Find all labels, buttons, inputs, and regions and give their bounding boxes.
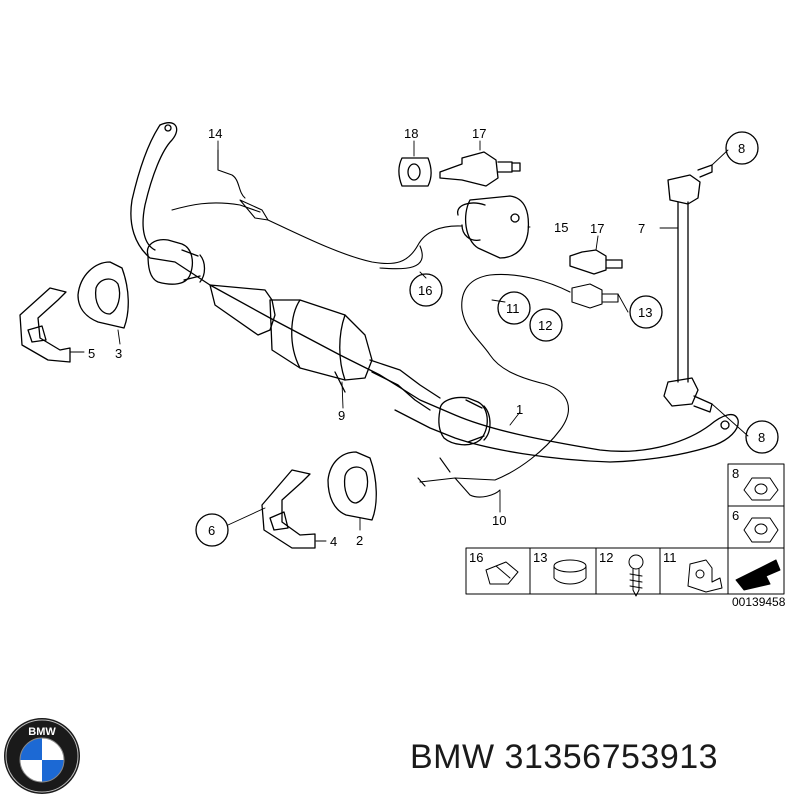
stabilizer-bar xyxy=(130,122,739,463)
box-label-16: 16 xyxy=(469,550,483,565)
callout-11: 11 xyxy=(506,301,520,316)
box-label-8: 8 xyxy=(732,466,739,481)
parts-box xyxy=(465,463,785,597)
bushing-18 xyxy=(398,157,432,187)
callout-10: 10 xyxy=(492,513,506,528)
callout-3: 3 xyxy=(115,346,122,361)
callout-13: 13 xyxy=(638,305,652,320)
part-number-caption: BMW 31356753913 xyxy=(410,738,718,777)
box-label-12: 12 xyxy=(599,550,613,565)
bushing-3 xyxy=(77,261,129,329)
callout-9: 9 xyxy=(338,408,345,423)
callout-circles xyxy=(195,131,779,547)
callout-8b: 8 xyxy=(758,430,765,445)
connector-17-right xyxy=(569,249,623,275)
left-bushing-mount xyxy=(146,239,206,285)
diagram-code: 00139458 xyxy=(732,595,786,609)
center-actuator xyxy=(209,284,441,411)
callout-18: 18 xyxy=(404,126,418,141)
wiring-harness xyxy=(171,149,463,270)
callout-12: 12 xyxy=(538,318,552,333)
callout-2: 2 xyxy=(356,533,363,548)
logo-lettering: BMW xyxy=(28,726,56,738)
bracket-4 xyxy=(261,469,316,549)
box-label-6: 6 xyxy=(732,508,739,523)
callout-6a: 6 xyxy=(208,523,215,538)
callout-17a: 17 xyxy=(472,126,486,141)
callout-7: 7 xyxy=(638,221,645,236)
part-number: 31356753913 xyxy=(504,738,719,776)
bushing-2 xyxy=(327,451,377,521)
height-sensor xyxy=(457,195,530,259)
callout-1: 1 xyxy=(516,402,523,417)
leader-lines xyxy=(69,140,749,542)
box-label-11: 11 xyxy=(663,550,677,565)
bmw-logo: BMW xyxy=(4,718,80,794)
callout-14: 14 xyxy=(208,126,222,141)
callout-labels: 1 2 3 4 5 6 7 8 8 9 10 11 12 13 14 15 16… xyxy=(88,126,786,609)
box-label-13: 13 xyxy=(533,550,547,565)
brand-text: BMW xyxy=(410,738,495,776)
callout-5: 5 xyxy=(88,346,95,361)
link-rod xyxy=(663,164,713,413)
callout-16: 16 xyxy=(418,283,432,298)
cable-10 xyxy=(417,273,619,498)
connector-17-top xyxy=(439,151,521,187)
callout-15: 15 xyxy=(554,220,568,235)
callout-4: 4 xyxy=(330,534,337,549)
right-bushing-mount xyxy=(438,396,491,446)
bracket-5 xyxy=(19,287,71,363)
callout-17b: 17 xyxy=(590,221,604,236)
callout-8a: 8 xyxy=(738,141,745,156)
